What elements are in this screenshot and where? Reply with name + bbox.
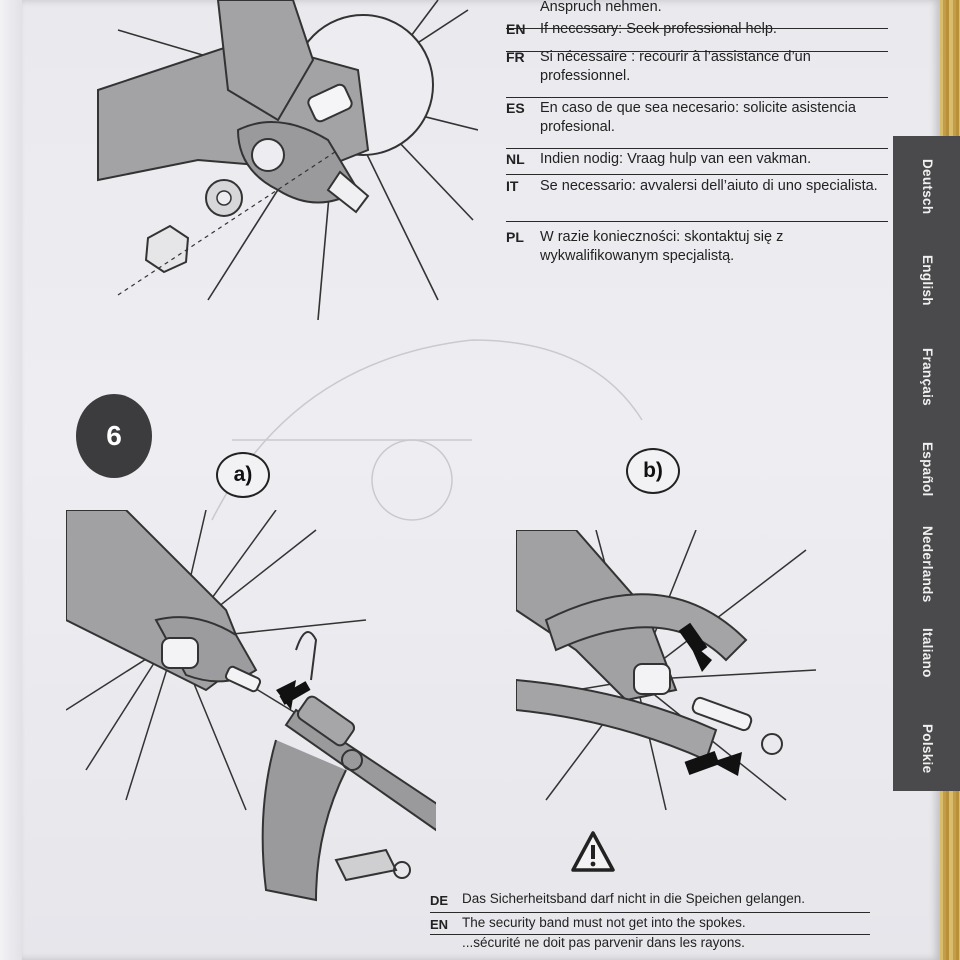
help-row-es: ES En caso de que sea necesario: solicit… <box>506 99 888 149</box>
tab-italiano[interactable]: Italiano <box>920 628 935 678</box>
sub-step-b-label: b) <box>626 448 680 494</box>
help-row-pl: PL W razie konieczności: skontaktuj się … <box>506 229 784 264</box>
warning-row-de: DE Das Sicherheitsband darf nicht in die… <box>430 890 870 913</box>
help-row-nl: NL Indien nodig: Vraag hulp van een vakm… <box>506 150 888 175</box>
tab-english[interactable]: English <box>920 254 935 306</box>
tab-polskie[interactable]: Polskie <box>920 724 935 774</box>
help-row-fr: FR Si nécessaire : recourir à l’assistan… <box>506 48 888 98</box>
sub-step-a-label: a) <box>216 452 270 498</box>
warning-triangle-icon <box>571 831 615 872</box>
help-row-it: IT Se necessario: avvalersi dell’aiuto d… <box>506 177 888 222</box>
illustration-b-attach-band <box>516 530 817 810</box>
warning-row-en: EN The security band must not get into t… <box>430 914 870 935</box>
help-row-en: EN If necessary: Seek professional help. <box>506 20 888 52</box>
tab-espanol[interactable]: Español <box>920 441 935 497</box>
tab-nederlands[interactable]: Nederlands <box>920 525 935 603</box>
faint-trailer-drawing <box>211 339 643 521</box>
warning-row-fr: ...sécurité ne doit pas parvenir dans le… <box>462 935 745 950</box>
help-row-de: Anspruch nehmen. <box>506 0 888 29</box>
step-number-badge: 6 <box>76 394 152 478</box>
tab-francais[interactable]: Français <box>920 348 935 406</box>
tab-deutsch[interactable]: Deutsch <box>920 159 935 215</box>
manual-page: Anspruch nehmen. EN If necessary: Seek p… <box>22 0 960 960</box>
language-sidebar: Deutsch English Français Español Nederla… <box>893 136 960 791</box>
illustration-a-insert-band <box>66 510 436 902</box>
axle-assembly-illustration <box>97 0 478 320</box>
